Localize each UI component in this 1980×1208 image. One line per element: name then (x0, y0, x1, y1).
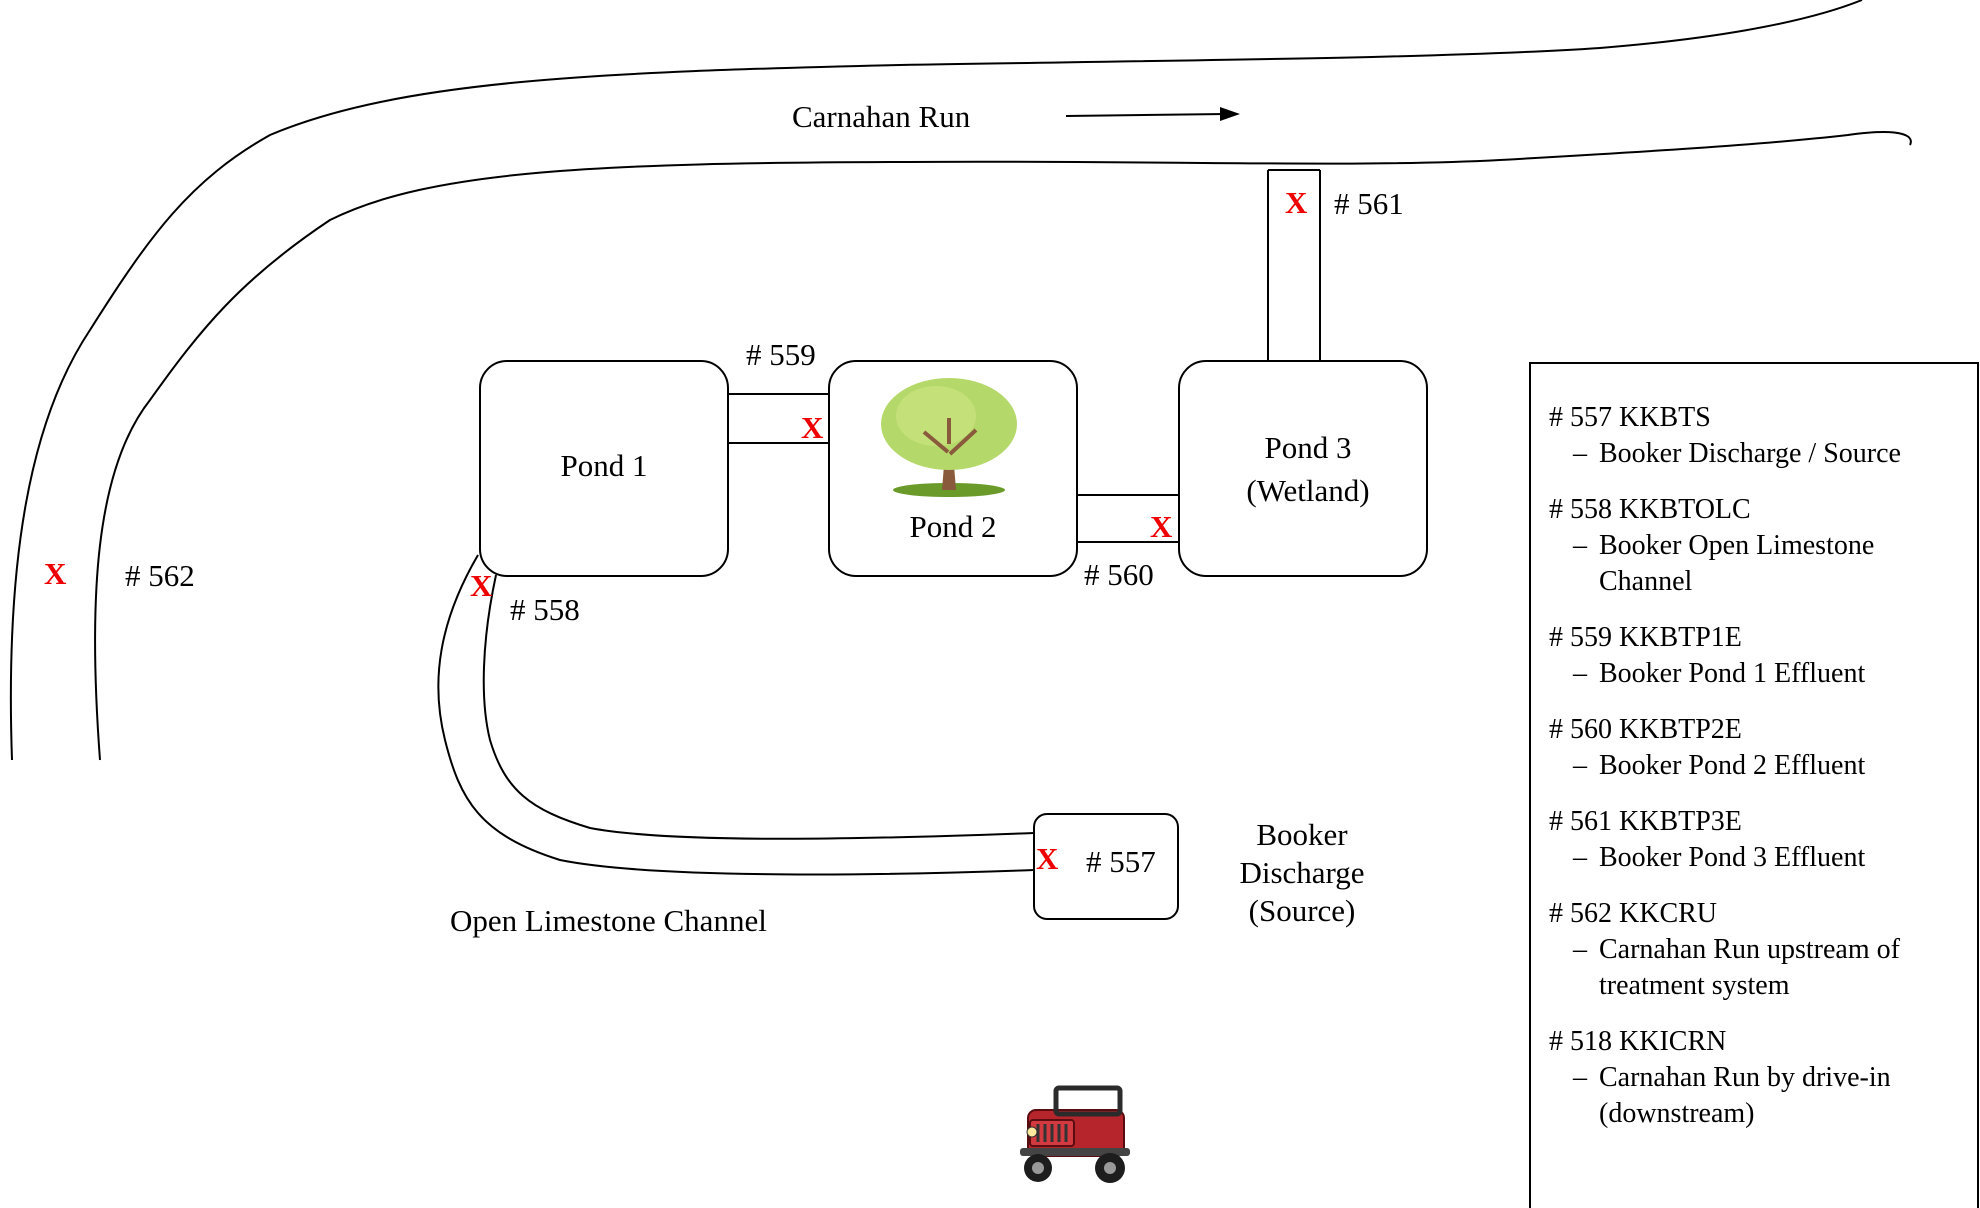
legend-desc: Booker Discharge / Source (1599, 438, 1901, 469)
legend-code: # 557 KKBTS (1549, 402, 1711, 433)
legend-desc: Booker Pond 1 Effluent (1599, 658, 1866, 689)
channel-outer (437, 554, 1035, 876)
legend-item: # 558 KKBTOLC –Booker Open Limestone Cha… (1549, 492, 1977, 600)
stream-bank-inner (94, 131, 1912, 761)
marker-558: X (470, 568, 493, 603)
legend-code: # 558 KKBTOLC (1549, 494, 1751, 525)
stream-bank-outer (9, 0, 1863, 761)
site-560-label: # 560 (1084, 557, 1154, 592)
site-559-label: # 559 (746, 337, 816, 372)
legend-code: # 561 KKBTP3E (1549, 806, 1742, 837)
pond-1-label: Pond 1 (560, 448, 648, 483)
site-557-label: # 557 (1086, 844, 1156, 879)
legend-desc: Booker Pond 3 Effluent (1599, 842, 1866, 873)
arrow-head-icon (1220, 107, 1240, 121)
jeep-icon (1020, 1085, 1130, 1183)
tree-icon (881, 378, 1017, 497)
legend-desc: Booker Open Limestone Channel (1599, 530, 1875, 597)
pond-2-label: Pond 2 (909, 509, 997, 544)
legend-code: # 562 KKCRU (1549, 898, 1718, 929)
legend-desc: Booker Pond 2 Effluent (1599, 750, 1866, 781)
legend-item: # 562 KKCRU –Carnahan Run upstream of tr… (1549, 896, 1977, 1004)
pond-3 (1178, 360, 1428, 577)
site-558-label: # 558 (510, 592, 580, 627)
marker-561: X (1285, 185, 1308, 220)
channel-label: Open Limestone Channel (450, 903, 767, 938)
legend-item: # 560 KKBTP2E –Booker Pond 2 Effluent (1549, 712, 1977, 784)
legend-code: # 559 KKBTP1E (1549, 622, 1742, 653)
site-561-label: # 561 (1334, 186, 1404, 221)
legend-box: # 557 KKBTS –Booker Discharge / Source #… (1529, 362, 1979, 1208)
pond-1 (479, 360, 729, 577)
source-box (1033, 813, 1179, 920)
marker-559: X (801, 410, 824, 445)
legend-code: # 518 KKICRN (1549, 1026, 1727, 1057)
legend-code: # 560 KKBTP2E (1549, 714, 1742, 745)
marker-562: X (44, 556, 67, 591)
stream-name-label: Carnahan Run (792, 99, 971, 134)
legend-item: # 561 KKBTP3E –Booker Pond 3 Effluent (1549, 804, 1977, 876)
legend-item: # 518 KKICRN –Carnahan Run by drive-in (… (1549, 1024, 1977, 1132)
legend-desc: Carnahan Run upstream of treatment syste… (1599, 934, 1900, 1001)
legend-item: # 557 KKBTS –Booker Discharge / Source (1549, 400, 1977, 472)
source-label: Booker Discharge (Source) (1239, 817, 1365, 928)
pond-3-label: Pond 3 (Wetland) (1246, 430, 1370, 508)
site-562-label: # 562 (125, 558, 195, 593)
marker-560: X (1150, 509, 1173, 544)
flow-arrow-icon (1065, 113, 1227, 117)
channel-inner (482, 574, 1035, 840)
legend-desc: Carnahan Run by drive-in (downstream) (1599, 1062, 1891, 1129)
marker-557: X (1036, 841, 1059, 876)
legend-item: # 559 KKBTP1E –Booker Pond 1 Effluent (1549, 620, 1977, 692)
